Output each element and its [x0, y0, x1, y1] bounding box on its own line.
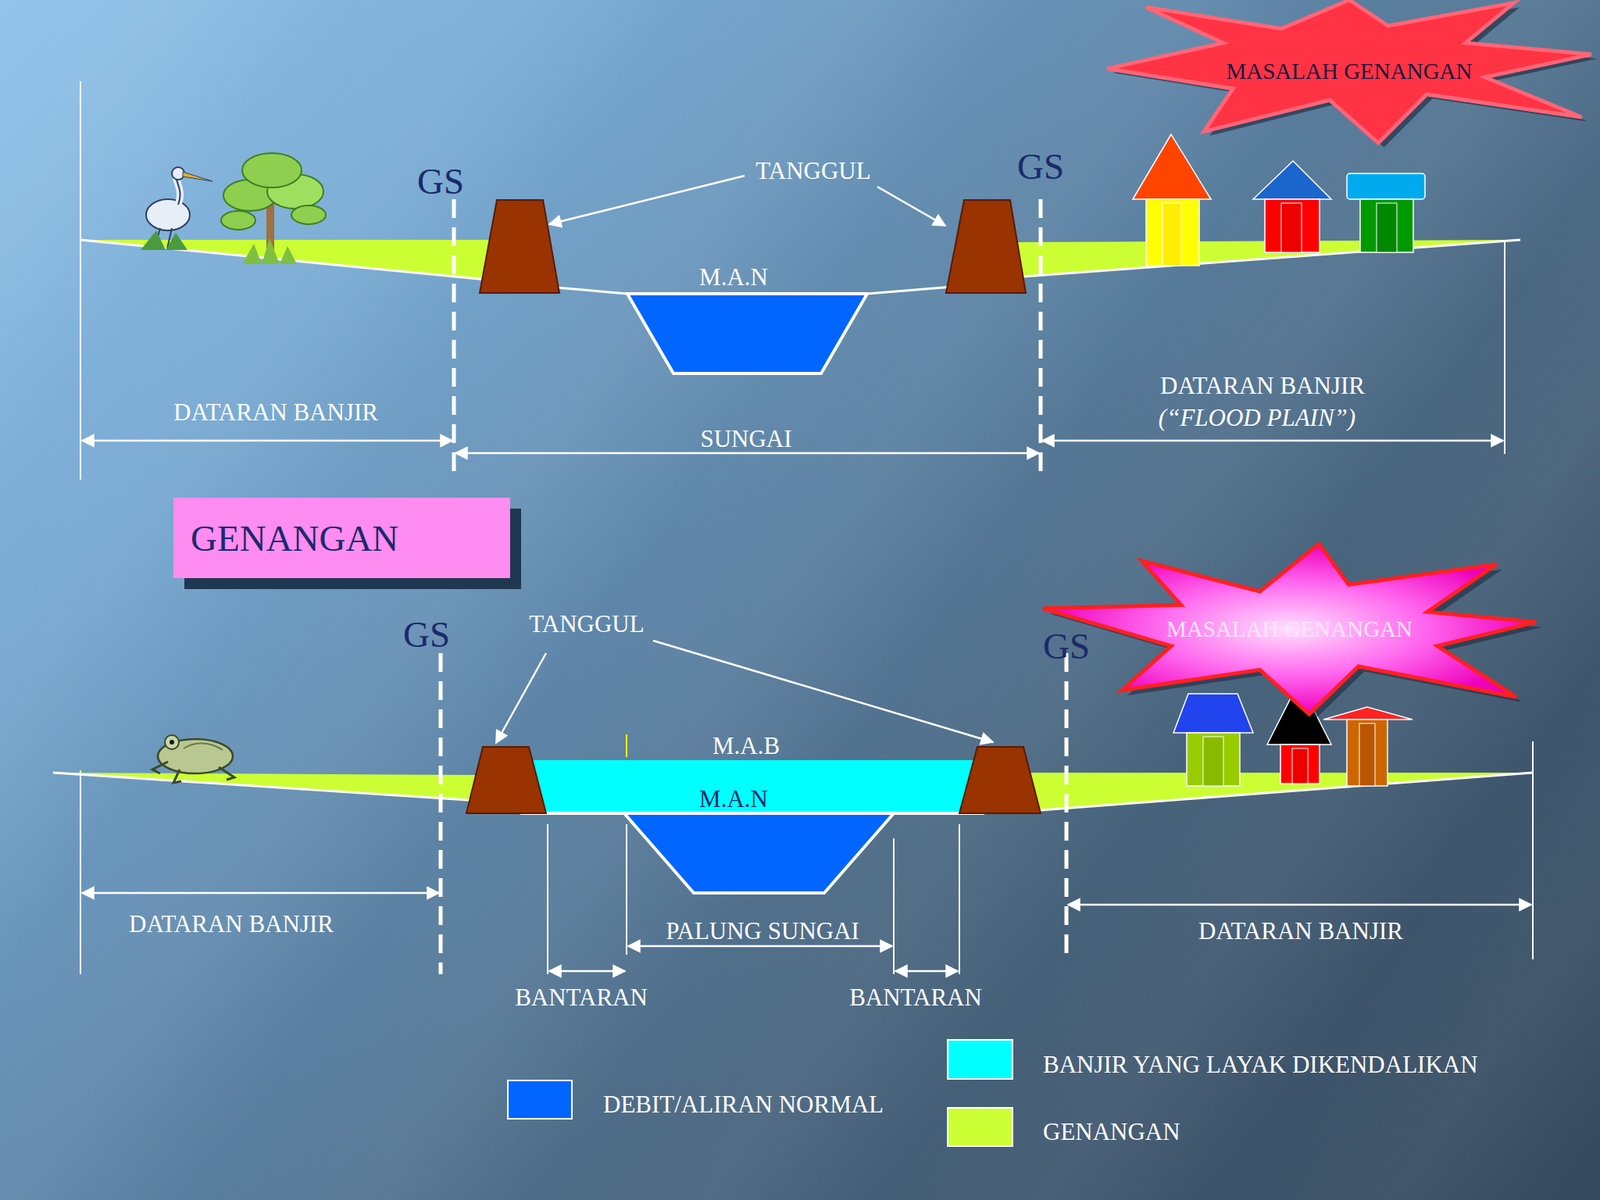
- tick-mark: [625, 734, 628, 758]
- section-label: BANTARAN: [849, 983, 983, 1012]
- house-group: [1132, 134, 1425, 266]
- dimension-arrow: [1067, 903, 1532, 907]
- dimension-arrow: [628, 945, 893, 948]
- water-level-label: M.A.B: [712, 732, 780, 761]
- starburst-callout: MASALAH GENANGAN: [1107, 0, 1592, 143]
- node-text: GENANGAN: [190, 517, 399, 560]
- flood-water: [527, 760, 980, 814]
- gs-label: GS: [1042, 625, 1090, 668]
- section-label: (“FLOOD PLAIN”): [1158, 403, 1356, 433]
- extension-line: [892, 838, 895, 975]
- levee-label: TANGGUL: [755, 157, 871, 186]
- leader-arrow: [496, 653, 547, 743]
- heron-icon: [140, 167, 213, 250]
- node-text: MASALAH GENANGAN: [1166, 616, 1413, 643]
- extension-line: [546, 824, 549, 975]
- legend-swatch: [507, 1079, 573, 1120]
- boundary-line: [79, 770, 82, 975]
- dimension-arrow: [82, 439, 453, 443]
- title-box: GENANGAN: [173, 497, 511, 579]
- legend-swatch: [946, 1107, 1014, 1147]
- levee-label: TANGGUL: [528, 610, 644, 639]
- leader-arrow: [549, 175, 745, 225]
- gs-label: GS: [1017, 145, 1065, 188]
- legend-text: GENANGAN: [1042, 1117, 1181, 1147]
- river-channel: [624, 813, 894, 893]
- levee: [466, 746, 547, 814]
- section-label: BANTARAN: [514, 983, 648, 1012]
- legend-text: DEBIT/ALIRAN NORMAL: [603, 1090, 884, 1119]
- node-text: MASALAH GENANGAN: [1226, 58, 1473, 85]
- gs-label: GS: [403, 613, 450, 656]
- levee: [479, 200, 560, 293]
- dimension-arrow: [82, 892, 440, 895]
- leader-arrow: [653, 640, 993, 743]
- starburst-callout: MASALAH GENANGAN: [1042, 543, 1536, 715]
- gs-dashed-line: [1064, 653, 1069, 960]
- boundary-line: [1532, 741, 1534, 960]
- legend-text: BANJIR YANG LAYAK DIKENDALIKAN: [1042, 1050, 1479, 1079]
- gs-dashed-line: [439, 653, 443, 975]
- extension-line: [625, 824, 628, 955]
- frog-icon: [152, 735, 235, 783]
- boundary-line: [79, 81, 82, 480]
- water-level-label: M.A.N: [699, 263, 768, 292]
- section-label: DATARAN BANJIR: [128, 910, 334, 939]
- gs-dashed-line: [452, 199, 457, 480]
- dimension-arrow: [895, 970, 958, 973]
- tree-icon: [221, 153, 326, 265]
- dimension-arrow: [1042, 439, 1504, 443]
- river-channel: [627, 293, 868, 374]
- section-label: PALUNG SUNGAI: [665, 917, 860, 946]
- legend-swatch: [946, 1039, 1014, 1080]
- starburst-fill: [1107, 0, 1592, 143]
- ground-line: [53, 772, 480, 801]
- starburst-fill: [1042, 543, 1536, 715]
- genangan-area: [53, 772, 480, 801]
- gs-dashed-line: [1039, 199, 1043, 480]
- section-label: DATARAN BANJIR: [1198, 917, 1404, 946]
- extension-line: [958, 824, 961, 975]
- levee: [946, 200, 1026, 293]
- dimension-arrow: [549, 970, 625, 973]
- water-level-label: M.A.N: [699, 785, 768, 814]
- boundary-line: [1503, 239, 1506, 454]
- section-label: DATARAN BANJIR: [173, 398, 379, 427]
- section-label: DATARAN BANJIR: [1160, 371, 1365, 400]
- levee: [959, 746, 1041, 814]
- ground-line: [867, 286, 954, 294]
- gs-label: GS: [417, 160, 465, 203]
- dimension-arrow: [455, 452, 1040, 455]
- leader-arrow: [877, 186, 946, 226]
- section-label: SUNGAI: [700, 425, 792, 454]
